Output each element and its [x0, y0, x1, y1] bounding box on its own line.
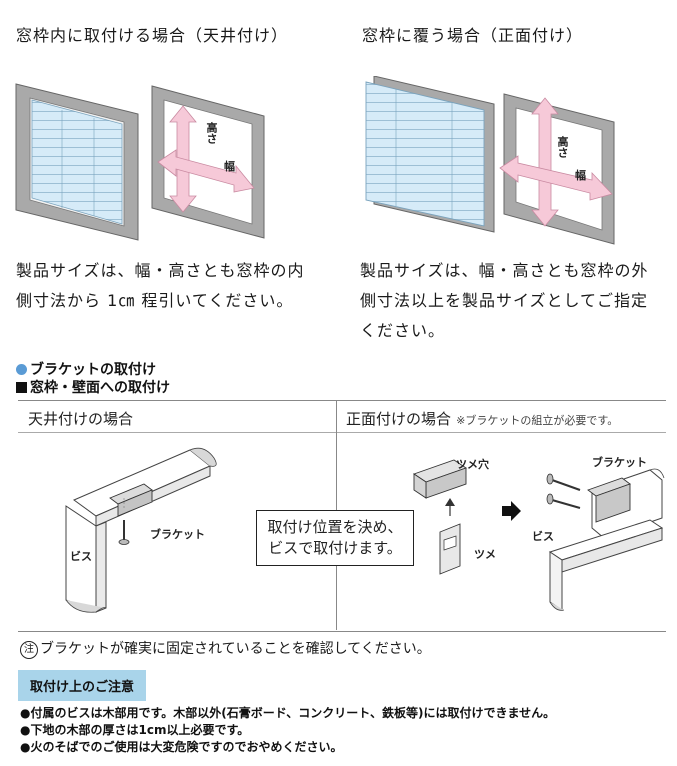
tab-label: ツメ	[474, 548, 496, 561]
face-mount-column-header: 正面付けの場合 ※ブラケットの組立が必要です。	[346, 408, 618, 429]
fixing-notice-text: ブラケットが確実に固定されていることを確認してください。	[40, 641, 431, 657]
outside-mount-measure-illustration	[499, 93, 615, 245]
outside-mount-heading: 窓枠に覆う場合（正面付け）	[362, 26, 584, 45]
table-header-separator	[18, 432, 666, 433]
ceiling-mount-column-title: 天井付けの場合	[28, 410, 134, 428]
next-step-arrow-icon	[502, 501, 521, 521]
outside-mount-window-illustration	[365, 76, 495, 233]
caution-item: 火のそばでのご使用は大変危険ですのでおやめください。	[20, 739, 670, 756]
fixing-notice: 注ブラケットが確実に固定されていることを確認してください。	[20, 638, 431, 659]
install-table	[18, 400, 666, 632]
bracket-label-right: ブラケット	[592, 456, 647, 469]
inside-mount-heading: 窓枠内に取付ける場合（天井付け）	[16, 26, 289, 45]
face-mount-assembly-note: ※ブラケットの組立が必要です。	[456, 414, 619, 427]
caution-badge: 取付け上のご注意	[18, 670, 147, 701]
width-label-left: 幅	[224, 160, 235, 173]
blue-dot-icon	[16, 364, 27, 375]
height-label-right: 高さ	[556, 136, 569, 158]
face-mount-column-title: 正面付けの場合	[346, 410, 452, 428]
height-label-left: 高さ	[205, 122, 218, 144]
bracket-install-heading: ブラケットの取付け	[16, 359, 156, 379]
caution-item: 付属のビスは木部用です。木部以外(石膏ボード、コンクリート、鉄板等)には取付けで…	[20, 705, 670, 722]
screw-label-right: ビス	[532, 530, 554, 543]
outside-mount-description: 製品サイズは、幅・高さとも窓枠の外 側寸法以上を製品サイズとしてご指定 ください…	[360, 261, 649, 340]
width-label-right: 幅	[575, 169, 586, 182]
install-callout: 取付け位置を決め、 ビスで取付けます。	[256, 510, 414, 566]
tab-hole-label: ツメ穴	[456, 458, 489, 471]
caution-circle-icon: 注	[20, 641, 38, 659]
frame-wall-install-heading-text: 窓枠・壁面への取付け	[30, 380, 170, 396]
inside-mount-window-illustration	[15, 83, 139, 241]
frame-wall-install-heading: 窓枠・壁面への取付け	[16, 377, 170, 397]
ceiling-mount-illustration	[65, 447, 217, 613]
bracket-install-heading-text: ブラケットの取付け	[30, 362, 156, 378]
black-square-icon	[16, 382, 27, 393]
face-mount-illustration	[546, 468, 665, 611]
bracket-assembly-illustration	[412, 459, 468, 575]
caution-list: 付属のビスは木部用です。木部以外(石膏ボード、コンクリート、鉄板等)には取付けで…	[20, 705, 670, 756]
caution-item: 下地の木部の厚さは1cm以上必要です。	[20, 722, 670, 739]
inside-mount-description: 製品サイズは、幅・高さとも窓枠の内 側寸法から 1㎝ 程引いてください。	[16, 261, 305, 310]
bracket-label-left: ブラケット	[150, 528, 205, 541]
inside-mount-measure-illustration	[151, 85, 265, 239]
mount-diagrams	[15, 76, 615, 245]
screw-label-left: ビス	[70, 550, 92, 563]
